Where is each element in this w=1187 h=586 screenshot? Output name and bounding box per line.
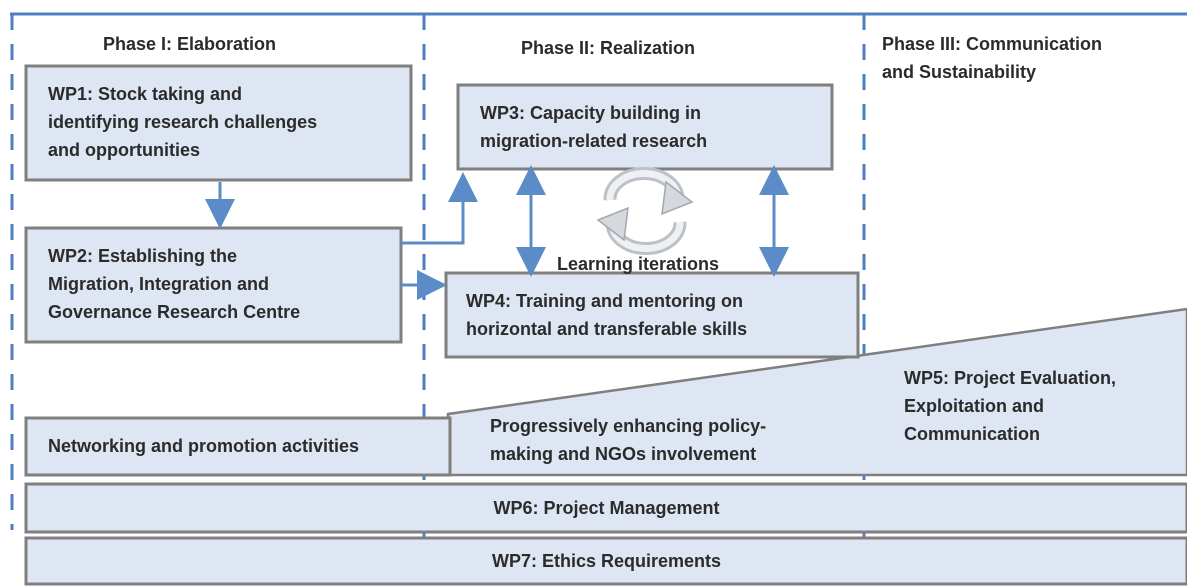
networking-label: Networking and promotion activities [48,436,360,456]
wp3-label: WP3: Capacity building in migration-rela… [480,103,708,151]
wp1-label: WP1: Stock taking and identifying resear… [48,84,318,160]
phase3-heading: Phase III: Communication and Sustainabil… [882,34,1103,82]
wp4-label: WP4: Training and mentoring on horizonta… [466,291,748,339]
learning-iterations-label: Learning iterations [557,254,720,274]
phase1-heading: Phase I: Elaboration [103,34,277,54]
networking-box [24,416,452,477]
wp4-box [444,271,860,359]
progressive-label: Progressively enhancing policy- making a… [490,416,767,464]
wp6-bar [24,482,1187,534]
wp7-bar [24,536,1187,586]
wp3-box [456,83,834,171]
wp2-box [24,226,403,344]
wp1-box [24,64,413,182]
arrow-wp2-to-wp3 [401,172,478,245]
wp6-label: WP6: Project Management [493,498,720,518]
wp5-label: WP5: Project Evaluation, Exploitation an… [904,368,1117,444]
phase2-heading: Phase II: Realization [521,38,696,58]
wp2-label: WP2: Establishing the Migration, Integra… [48,246,301,322]
wp7-label: WP7: Ethics Requirements [491,551,722,571]
cycle-icon [596,167,694,255]
